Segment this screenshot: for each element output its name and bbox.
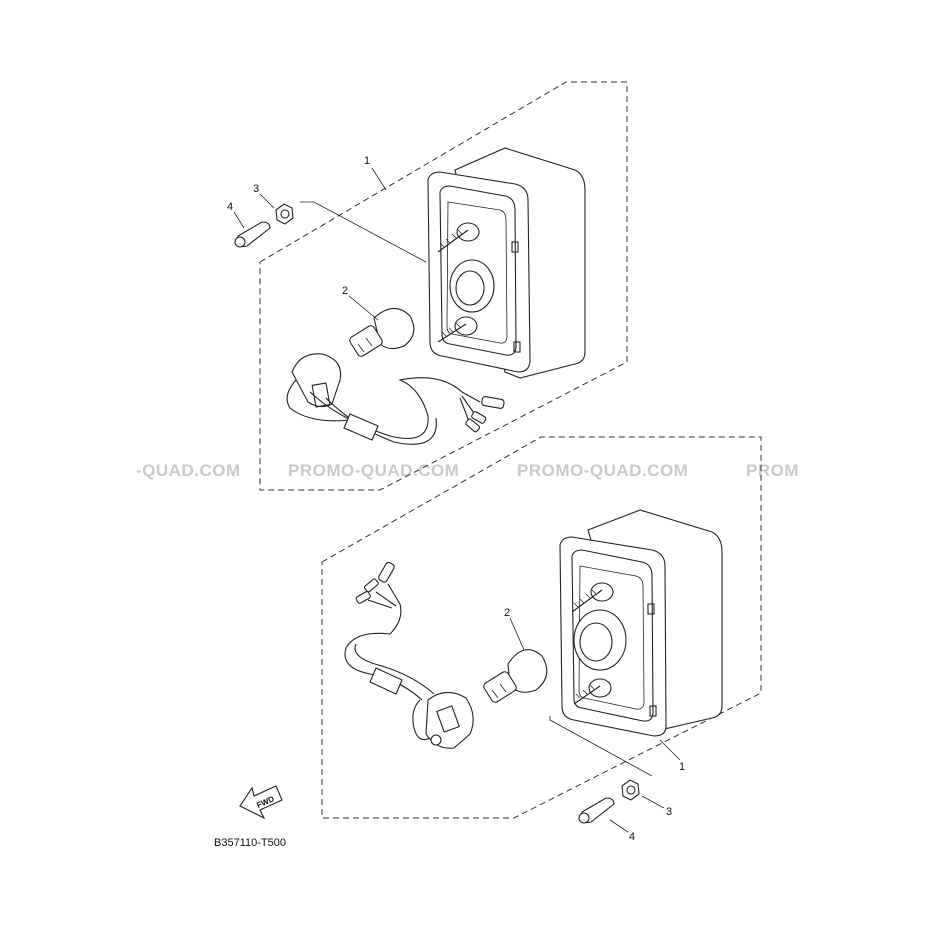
upper-lamp-lens: [446, 201, 508, 344]
upper-leader-1: [371, 167, 387, 191]
lower-leader-3: [641, 795, 665, 809]
upper-lamp-frame-inner: [439, 185, 517, 356]
watermark-band: -QUAD.COM PROMO-QUAD.COM PROMO-QUAD.COM …: [136, 461, 799, 480]
upper-callout-1: 1: [364, 155, 370, 167]
lower-lamp-lens: [578, 565, 645, 710]
upper-spacer-part4: [234, 221, 271, 248]
lower-socket-opening: [573, 609, 627, 671]
lower-leader-nut: [549, 716, 653, 777]
upper-side-clip: [513, 341, 521, 353]
reference-code: B357110-T500: [214, 837, 286, 849]
upper-socket-ring: [455, 270, 485, 306]
upper-assembly: 1 2 3 4: [227, 81, 628, 491]
lower-bulb-part2: [483, 649, 548, 703]
lower-boss-bottom: [588, 678, 612, 698]
upper-nut-part3: [275, 203, 294, 225]
lower-boss-top: [590, 582, 614, 602]
lower-side-clip: [647, 603, 655, 615]
fwd-arrow-icon: FWD: [239, 785, 283, 820]
upper-stud-top: [437, 229, 469, 253]
watermark-text: PROMO-QUAD.COM: [517, 461, 688, 480]
lower-callout-1: 1: [679, 761, 685, 773]
lower-stud-top: [571, 589, 603, 613]
lower-stud-bottom: [573, 684, 601, 705]
lower-assembly: 1 2 3 4: [321, 436, 762, 843]
upper-socket-opening: [449, 259, 495, 313]
lower-lamp-frame-inner: [571, 549, 654, 722]
watermark-text: PROM: [746, 461, 799, 480]
lower-callout-4: 4: [629, 831, 635, 843]
lower-leader-2: [509, 617, 525, 651]
lower-nut-part3: [621, 779, 640, 801]
upper-callout-4: 4: [227, 201, 233, 213]
upper-boundary-dashed: [259, 81, 628, 491]
lower-socket-ring: [579, 622, 613, 662]
lower-leader-1: [659, 739, 681, 761]
upper-callout-2: 2: [342, 285, 348, 297]
upper-stud-bottom: [437, 322, 467, 343]
lower-side-clip: [649, 705, 657, 717]
upper-callout-3: 3: [253, 183, 259, 195]
lower-leader-4: [609, 819, 629, 833]
watermark-text: -QUAD.COM: [136, 461, 241, 480]
upper-boss-top: [456, 222, 480, 242]
lower-spacer-part4: [578, 797, 615, 824]
upper-socket-harness: [286, 353, 505, 445]
upper-side-clip: [511, 241, 519, 253]
lower-boundary-dashed: [321, 436, 762, 819]
upper-leader-2: [348, 295, 379, 321]
upper-leader-4: [233, 211, 245, 229]
upper-leader-3: [259, 193, 275, 209]
lower-socket-harness: [344, 561, 474, 749]
lower-callout-2: 2: [504, 607, 510, 619]
lower-callout-3: 3: [666, 806, 672, 818]
upper-leader-nut: [300, 201, 427, 263]
upper-boss-bottom: [454, 316, 478, 336]
upper-bulb-part2: [349, 307, 415, 357]
watermark-text: PROMO-QUAD.COM: [288, 461, 459, 480]
